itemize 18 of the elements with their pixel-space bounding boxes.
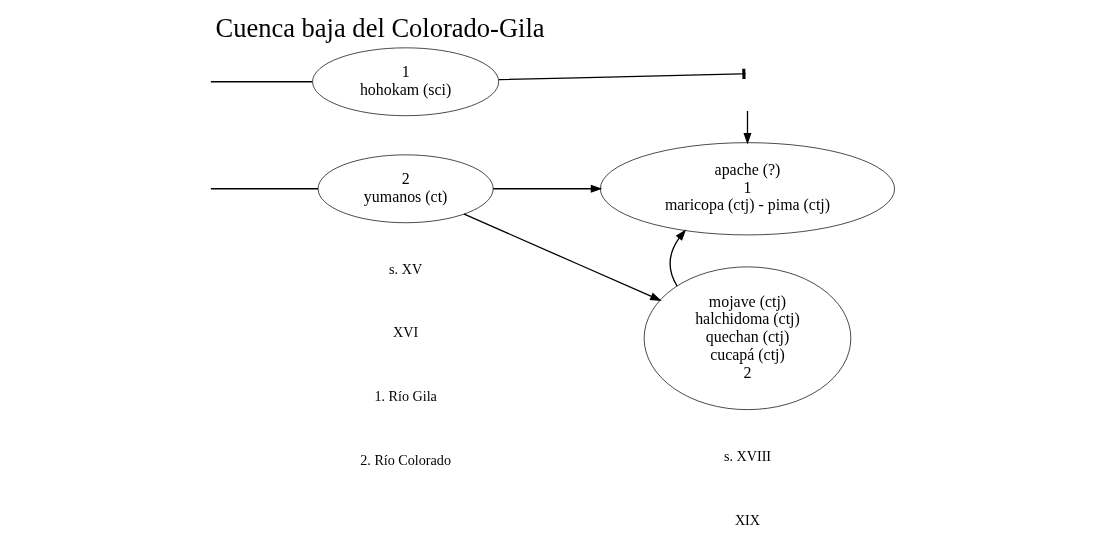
arrow: [492, 184, 603, 193]
label: 1. Río Gila: [374, 387, 437, 404]
label: XVI: [393, 324, 419, 341]
arrow: [669, 229, 687, 287]
connector: [210, 188, 319, 190]
connector: [498, 73, 742, 81]
connector: [210, 81, 313, 83]
label: XIX: [734, 511, 761, 528]
diagram-title: Cuenca baja del Colorado-Gila: [215, 12, 545, 43]
arrow: [463, 213, 662, 301]
arrow: [743, 110, 752, 145]
node-ellipse: 2 yumanos (ct): [317, 154, 494, 224]
node-ellipse: mojave (ctj) halchidoma (ctj) quechan (ctj) cucapá (ctj) 2: [643, 266, 852, 410]
node-ellipse: 1 hohokam (sci): [312, 47, 500, 117]
label: s. XVIII: [723, 448, 772, 465]
label: s. XV: [389, 260, 423, 277]
node-ellipse: apache (?) 1 maricopa (ctj) - pima (ctj): [600, 142, 895, 236]
label: 2. Río Colorado: [360, 451, 451, 468]
